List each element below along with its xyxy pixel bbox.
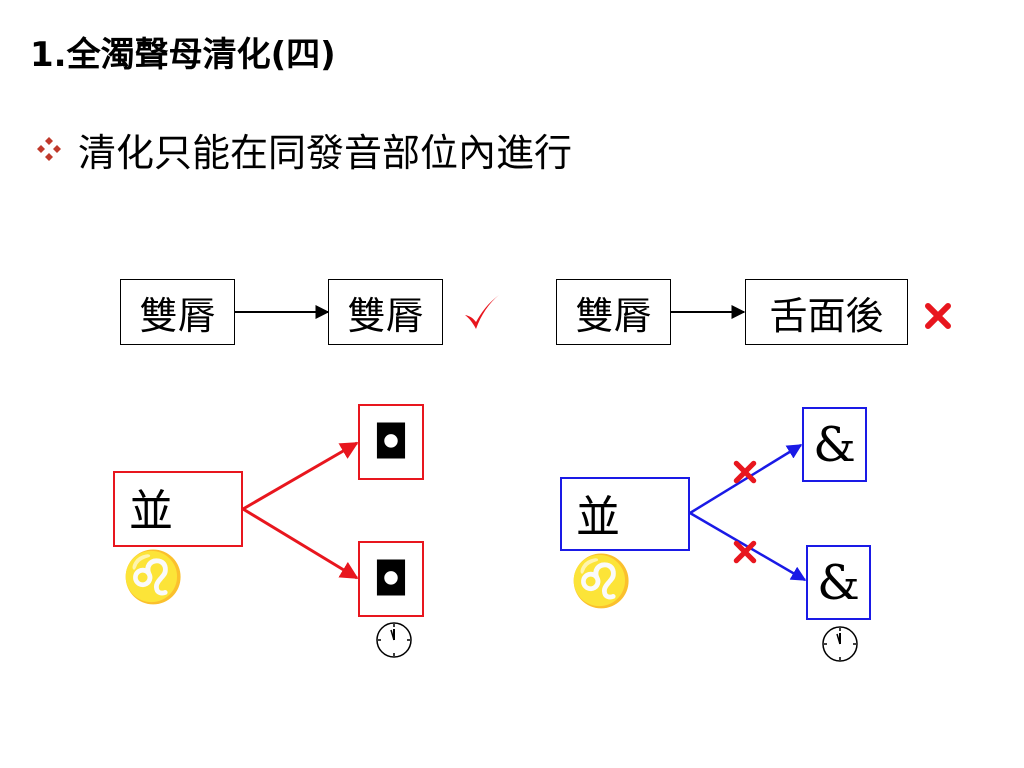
bullet-text: 清化只能在同發音部位內進行 [78,130,573,175]
red-lower-branch [242,507,359,580]
blue-target-bottom-box: & [806,545,871,620]
red-target-top-box: ◘ [358,404,424,480]
box-right-from: 雙脣 [556,279,671,345]
diamond-bullet-icon [37,137,61,161]
blue-upper-branch [689,443,803,515]
red-target-top-glyph: ◘ [372,415,410,469]
box-left-to: 雙脣 [328,279,443,345]
check-mark-icon [456,288,506,338]
blue-upper-cross-icon [728,455,762,489]
red-target-bottom-box: ◘ [358,541,424,617]
blue-target-bottom-glyph: & [817,554,860,611]
box-left-from: 雙脣 [120,279,235,345]
box-right-to: 舌面後 [745,279,908,345]
red-source-box: 並 [113,471,243,547]
blue-source-box: 並 [560,477,690,551]
blue-target-top-box: & [802,407,867,482]
blue-source-glyph: ♌ [570,552,633,610]
red-source-char: 並 [129,486,173,537]
blue-target-top-glyph: & [813,416,856,473]
blue-source-char: 並 [576,492,620,543]
bullet-point: 清化只能在同發音部位內進行 [36,124,573,175]
red-source-glyph: ♌ [122,548,185,606]
clock-icon [376,622,412,658]
blue-lower-cross-icon [728,535,762,569]
slide-title: 1.全濁聲母清化(四) [30,35,336,75]
red-upper-branch [242,441,359,511]
clock-icon-right [822,626,858,662]
cross-mark-icon [918,296,958,336]
red-target-bottom-glyph: ◘ [372,552,410,606]
